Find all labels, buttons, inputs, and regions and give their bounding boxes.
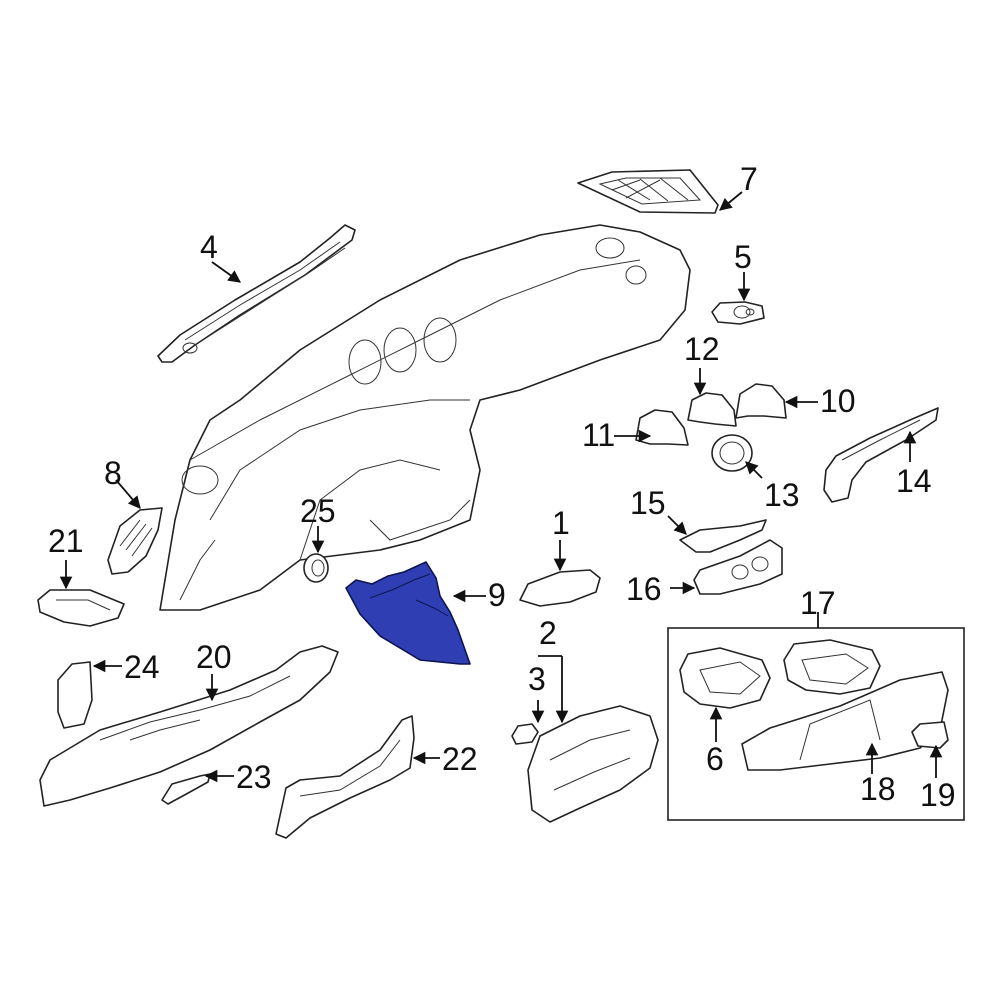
part-7-defroster-grille — [577, 169, 719, 214]
part-4-trim-strip — [157, 224, 356, 363]
part-6-vent-right — [783, 639, 881, 695]
part-2-bracket-assembly — [527, 705, 659, 823]
callout-2: 2 — [539, 615, 557, 651]
callout-7: 7 — [740, 161, 758, 197]
callout-25: 25 — [300, 493, 336, 529]
callout-16: 16 — [626, 571, 662, 607]
part-15-trim — [679, 519, 767, 553]
part-13-ring — [711, 434, 753, 472]
part-23-bracket — [161, 773, 211, 805]
callout-13: 13 — [764, 477, 800, 513]
callout-14: 14 — [896, 463, 932, 499]
callout-15: 15 — [630, 485, 666, 521]
part-21-tray — [37, 589, 125, 627]
callout-12: 12 — [684, 331, 720, 367]
callout-23: 23 — [236, 759, 272, 795]
callout-18: 18 — [860, 771, 896, 807]
callout-11: 11 — [582, 417, 615, 453]
part-16-control-bezel — [693, 539, 783, 595]
callout-21: 21 — [48, 523, 84, 559]
part-12-vent-bezel — [687, 392, 737, 427]
callout-4: 4 — [200, 229, 218, 265]
part-25-clip — [303, 553, 329, 583]
callout-6: 6 — [706, 741, 724, 777]
detail-box-17 — [667, 627, 965, 821]
part-5-switch — [711, 301, 765, 325]
callout-17: 17 — [800, 585, 836, 621]
callout-24: 24 — [124, 649, 160, 685]
callout-19: 19 — [920, 777, 956, 813]
callout-8: 8 — [104, 455, 122, 491]
part-19-connector — [911, 721, 949, 749]
callout-9: 9 — [488, 577, 506, 613]
leader-lines — [59, 191, 943, 783]
callout-1: 1 — [552, 505, 570, 541]
part-1-cover — [519, 569, 601, 607]
part-3-clip — [511, 723, 539, 745]
part-6-vent-left — [679, 647, 771, 709]
callout-20: 20 — [196, 639, 232, 675]
part-8-side-vent — [107, 507, 163, 575]
part-9-knee-bolster — [345, 561, 471, 665]
part-24-bracket — [57, 661, 93, 729]
callout-10: 10 — [820, 383, 856, 419]
instrument-panel — [159, 224, 691, 611]
part-22-side-panel — [275, 715, 415, 839]
callout-5: 5 — [734, 239, 752, 275]
part-10-vent-bezel — [735, 383, 787, 419]
part-11-vent-bezel — [635, 409, 689, 446]
callout-22: 22 — [442, 741, 478, 777]
callout-3: 3 — [528, 661, 546, 697]
part-20-center-console — [39, 645, 339, 807]
callout-labels: 1 2 3 4 5 6 7 8 9 10 11 12 13 14 15 16 1… — [48, 161, 956, 813]
